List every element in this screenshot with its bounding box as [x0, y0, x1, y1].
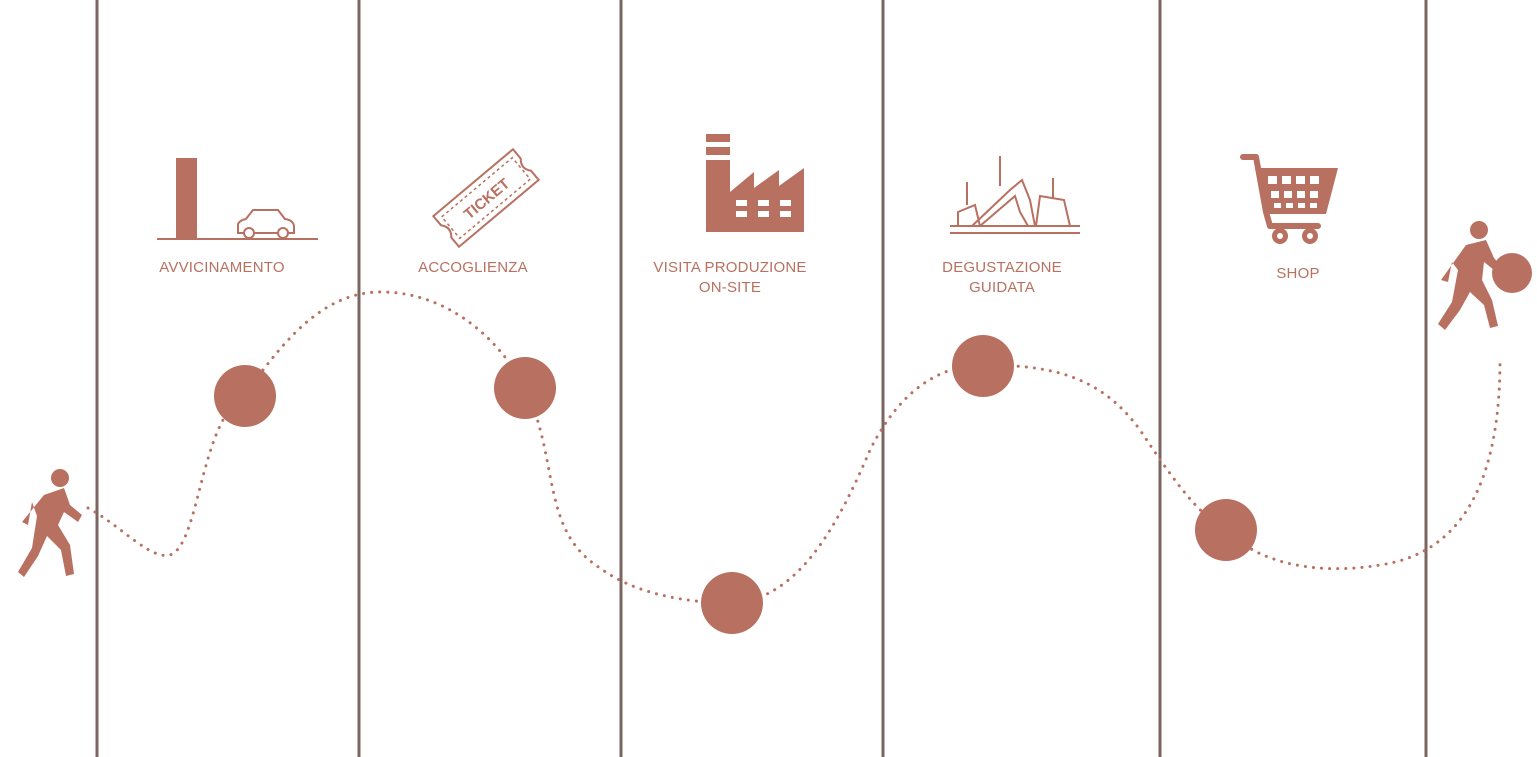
stage-label-accoglienza: ACCOGLIENZA: [388, 258, 558, 278]
touchpoint-marker: [701, 572, 763, 634]
stage-label-avvicinamento: AVVICINAMENTO: [137, 258, 307, 278]
touchpoint-marker: [494, 357, 556, 419]
stage-label-line: DEGUSTAZIONE: [942, 259, 1062, 276]
stage-label-degustazione: DEGUSTAZIONE GUIDATA: [917, 258, 1087, 298]
touchpoint-marker: [1195, 499, 1257, 561]
person-carrying-bag-icon: [1438, 221, 1500, 330]
touchpoints: [214, 253, 1532, 634]
touchpoint-marker: [952, 335, 1014, 397]
touchpoint-marker: [1492, 253, 1532, 293]
stage-label-visita-produzione: VISITA PRODUZIONE ON-SITE: [640, 258, 820, 298]
stage-label-line: ON-SITE: [698, 279, 762, 296]
ticket-icon: TICKET: [431, 147, 541, 249]
journey-path: [86, 290, 1502, 605]
stage-label-line: VISITA PRODUZIONE: [653, 259, 807, 276]
shopping-cart-icon: [1240, 154, 1338, 244]
building-and-car-icon: [157, 158, 318, 240]
stage-dividers: [95, 0, 1428, 757]
stage-label-line: SHOP: [1276, 265, 1320, 282]
walking-person-icon: [18, 469, 82, 577]
stage-label-line: GUIDATA: [969, 279, 1035, 296]
factory-icon: [706, 134, 804, 232]
stage-label-line: ACCOGLIENZA: [418, 259, 528, 276]
stage-label-shop: SHOP: [1248, 264, 1348, 284]
stage-label-line: AVVICINAMENTO: [159, 259, 285, 276]
touchpoint-marker: [214, 365, 276, 427]
wine-tasting-icon: [950, 156, 1080, 234]
